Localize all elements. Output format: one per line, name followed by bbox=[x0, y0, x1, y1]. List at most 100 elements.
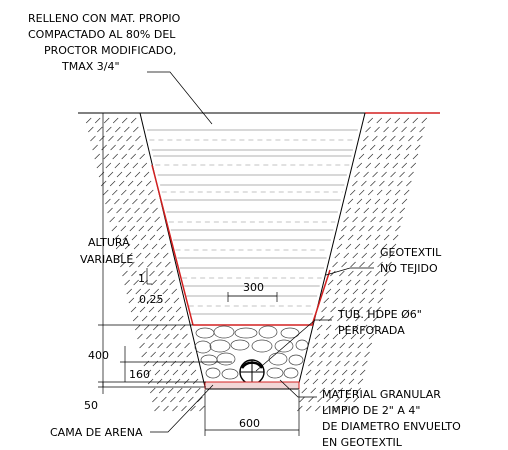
hatch-mark bbox=[99, 135, 105, 142]
hatch-mark bbox=[368, 297, 375, 304]
hatch-mark bbox=[392, 234, 399, 241]
hatch-mark bbox=[401, 126, 407, 133]
hatch-mark bbox=[341, 297, 348, 304]
hatch-mark bbox=[312, 378, 319, 385]
hatch-mark bbox=[103, 189, 109, 196]
hatch-mark bbox=[345, 279, 352, 286]
hatch-mark bbox=[366, 306, 372, 313]
hatch-mark bbox=[165, 378, 172, 385]
hatch-mark bbox=[139, 342, 145, 349]
hatch-mark bbox=[137, 144, 143, 151]
hatch-mark bbox=[126, 135, 132, 142]
hatch-mark bbox=[372, 243, 379, 250]
hatch-mark bbox=[306, 405, 312, 412]
hatch-mark bbox=[339, 342, 346, 349]
hatch-mark bbox=[168, 315, 175, 322]
hatch-mark bbox=[133, 279, 139, 286]
hatch-mark bbox=[375, 270, 381, 277]
hatch-mark bbox=[365, 234, 372, 241]
hatch-mark bbox=[355, 387, 362, 394]
vertical-dimensions: 400 160 50 bbox=[84, 113, 232, 412]
hatch-mark bbox=[334, 252, 341, 259]
hatch-mark bbox=[397, 216, 403, 223]
fill-note-line-3: PROCTOR MODIFICADO, bbox=[44, 44, 176, 57]
hatch-mark bbox=[405, 144, 412, 151]
hatch-mark bbox=[121, 189, 127, 196]
hatch-mark bbox=[301, 387, 308, 394]
hatch-mark bbox=[358, 189, 365, 196]
hatch-mark bbox=[150, 198, 156, 205]
hatch-mark bbox=[325, 324, 332, 331]
soil-hatch-right bbox=[297, 117, 428, 412]
hatch-mark bbox=[338, 234, 345, 241]
hatch-mark bbox=[363, 279, 370, 286]
hatch-mark bbox=[365, 126, 371, 133]
hatch-mark bbox=[139, 189, 145, 196]
hatch-mark bbox=[152, 207, 158, 214]
hatch-mark bbox=[321, 342, 328, 349]
hatch-mark bbox=[140, 270, 146, 277]
hatch-mark bbox=[334, 288, 341, 295]
hatch-mark bbox=[406, 180, 412, 187]
hatch-mark bbox=[158, 270, 164, 277]
hatch-mark bbox=[341, 225, 347, 232]
hatch-mark bbox=[359, 225, 365, 232]
hatch-mark bbox=[372, 279, 379, 286]
hatch-mark bbox=[352, 252, 359, 259]
hatch-mark bbox=[90, 135, 96, 142]
hatch-mark bbox=[369, 144, 376, 151]
hatch-mark bbox=[374, 126, 380, 133]
hatch-mark bbox=[123, 198, 129, 205]
hatch-mark bbox=[396, 144, 403, 151]
hatch-mark bbox=[357, 342, 364, 349]
hatch-mark bbox=[161, 396, 167, 403]
hatch-mark bbox=[114, 198, 120, 205]
hatch-mark bbox=[138, 261, 144, 268]
hatch-mark bbox=[148, 342, 154, 349]
hatch-mark bbox=[132, 315, 139, 322]
hatch-mark bbox=[136, 180, 143, 187]
hatch-mark bbox=[349, 189, 356, 196]
hatch-mark bbox=[370, 252, 377, 259]
hatch-mark bbox=[149, 270, 155, 277]
hatch-mark bbox=[361, 216, 367, 223]
hatch-mark bbox=[315, 405, 321, 412]
hatch-mark bbox=[330, 378, 337, 385]
hatch-mark bbox=[310, 351, 316, 358]
hatch-mark bbox=[135, 288, 141, 295]
hatch-mark bbox=[403, 117, 410, 124]
hatch-mark bbox=[171, 288, 177, 295]
hatch-mark bbox=[359, 297, 366, 304]
fill-note: RELLENO CON MAT. PROPIO COMPACTADO AL 80… bbox=[28, 12, 181, 73]
hatch-mark bbox=[138, 225, 145, 232]
hatch-mark bbox=[374, 234, 381, 241]
hatch-mark bbox=[114, 162, 121, 169]
pipe-label: TUB. HDPE ø6" PERFORADA bbox=[337, 308, 422, 337]
hatch-mark bbox=[381, 135, 387, 142]
hatch-mark bbox=[314, 333, 321, 340]
hatch-mark bbox=[341, 261, 347, 268]
hatch-mark bbox=[184, 342, 190, 349]
hatch-mark bbox=[332, 261, 338, 268]
hatch-mark bbox=[124, 126, 130, 133]
hatch-mark bbox=[383, 198, 390, 205]
hatch-mark bbox=[372, 135, 378, 142]
hatch-mark bbox=[134, 207, 140, 214]
hatch-mark bbox=[148, 306, 155, 313]
hatch-mark bbox=[106, 126, 112, 133]
hatch-mark bbox=[128, 297, 135, 304]
hatch-mark bbox=[130, 306, 137, 313]
hatch-mark bbox=[192, 378, 199, 385]
hatch-mark bbox=[347, 234, 354, 241]
backfill-layers bbox=[147, 129, 358, 315]
hatch-mark bbox=[148, 189, 154, 196]
hatch-mark bbox=[101, 144, 107, 151]
hatch-mark bbox=[341, 333, 348, 340]
hatch-mark bbox=[127, 216, 133, 223]
gravel-stone bbox=[268, 352, 288, 366]
hatch-mark bbox=[150, 351, 156, 358]
dim-160-text: 160 bbox=[129, 368, 150, 381]
hatch-mark bbox=[394, 153, 401, 160]
hatch-mark bbox=[120, 261, 126, 268]
hatch-mark bbox=[172, 369, 179, 376]
